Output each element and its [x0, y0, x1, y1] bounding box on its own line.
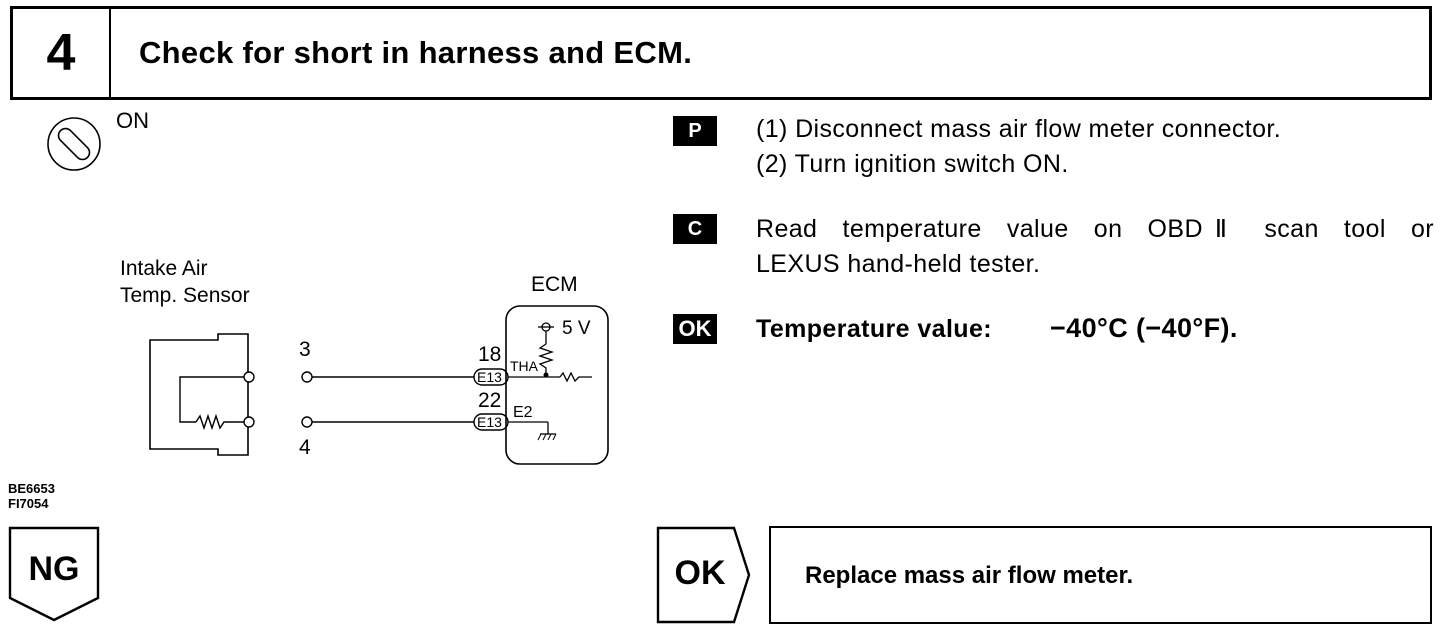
- pin-ecm-top: 18: [478, 343, 502, 366]
- pin-sensor-top: 3: [299, 338, 311, 361]
- pullup-resistor: [537, 343, 555, 373]
- connector-label-bottom: E13: [477, 414, 502, 430]
- sensor-label: Intake Air Temp. Sensor: [120, 255, 250, 309]
- prepare-line-1: (1) Disconnect mass air flow meter conne…: [756, 115, 1282, 143]
- wiring-diagram: [149, 305, 609, 465]
- ok-label: OK: [674, 554, 726, 592]
- ok-action-text: Replace mass air flow meter.: [805, 562, 1134, 589]
- prepare-line-2: (2) Turn ignition switch ON.: [756, 150, 1069, 178]
- figure-code: FI7054: [8, 496, 49, 511]
- step-header: 4 Check for short in harness and ECM.: [10, 6, 1432, 100]
- sensor-label-line2: Temp. Sensor: [120, 284, 250, 307]
- connector-label-top: E13: [477, 369, 502, 385]
- prepare-badge: P: [673, 116, 717, 146]
- sensor-terminal-top: [243, 371, 255, 383]
- signal-label-tha: THA: [510, 358, 538, 374]
- ok-condition-badge: OK: [673, 314, 717, 344]
- sensor-terminal-bottom: [243, 416, 255, 428]
- ignition-state-label: ON: [116, 108, 149, 133]
- ok-condition-value: −40°C (−40°F).: [1050, 313, 1238, 343]
- prepare-instructions: (1) Disconnect mass air flow meter conne…: [756, 112, 1281, 182]
- step-title: Check for short in harness and ECM.: [139, 35, 693, 70]
- ok-action-box: Replace mass air flow meter.: [769, 526, 1432, 624]
- ng-label: NG: [28, 550, 80, 588]
- tha-junction: [543, 372, 549, 378]
- check-badge: C: [673, 214, 717, 244]
- signal-label-e2: E2: [513, 404, 533, 421]
- sensor-label-line1: Intake Air: [120, 257, 208, 280]
- ecm-box: [505, 305, 609, 465]
- ok-condition-label: Temperature value:: [756, 315, 992, 343]
- sensor-housing: [149, 333, 249, 456]
- check-line-2: LEXUS hand-held tester.: [756, 250, 1041, 278]
- pin-sensor-bottom: 4: [299, 436, 311, 459]
- ignition-switch-icon: [47, 117, 101, 171]
- sensor-thermistor: [195, 413, 244, 431]
- check-line-1: Read temperature value on OBDⅡ scan tool…: [756, 215, 1434, 243]
- figure-code: BE6653: [8, 481, 55, 496]
- ecm-label: ECM: [531, 273, 578, 296]
- supply-voltage-label: 5 V: [562, 318, 591, 339]
- ng-result-box: [8, 526, 100, 622]
- pin-ecm-bottom: 22: [478, 389, 502, 412]
- harness-terminal-bottom: [301, 416, 313, 428]
- harness-terminal-top: [301, 371, 313, 383]
- step-number: 4: [13, 9, 111, 97]
- check-instructions: Read temperature value on OBDⅡ scan tool…: [756, 212, 1434, 282]
- sensor-inner-wire: [179, 376, 244, 423]
- figure-codes: BE6653 FI7054: [8, 481, 55, 511]
- ok-result-box: [656, 526, 751, 624]
- ecm-input-resistor: [559, 371, 592, 383]
